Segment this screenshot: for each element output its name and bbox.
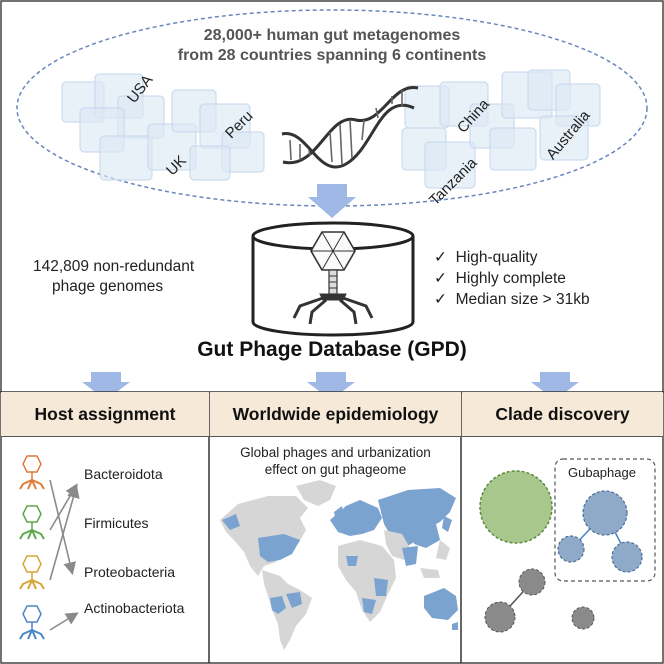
check-icon: ✓	[434, 270, 447, 287]
arrow-down-epi	[307, 372, 355, 400]
genome-count-line2: phage genomes	[52, 278, 164, 295]
phage-icon-blue	[19, 605, 45, 640]
check-icon: ✓	[434, 249, 447, 266]
phage-icon-yellow	[19, 555, 45, 590]
world-map	[220, 480, 458, 650]
panel-header-clade: Clade discovery	[462, 392, 663, 437]
phage-icon-orange	[19, 455, 45, 490]
tiles-left	[61, 73, 265, 181]
clade-grey-node-small	[571, 606, 595, 630]
epi-desc-line1: Global phages and urbanization	[240, 445, 431, 460]
checklist-item-quality: ✓ High-quality	[434, 249, 538, 266]
arrow-down-main	[308, 184, 356, 218]
epi-desc-line2: effect on gut phageome	[264, 462, 407, 477]
dna-helix-icon	[281, 86, 419, 169]
metagenome-title-line2: from 28 countries spanning 6 continents	[177, 47, 487, 64]
metagenome-ellipse	[16, 9, 648, 207]
host-header-label: Host assignment	[34, 403, 176, 424]
gubaphage-node-left	[557, 535, 585, 563]
clade-grey-node-bottom	[484, 601, 516, 633]
phage-icon-database	[292, 231, 374, 325]
tiles-right	[401, 69, 601, 189]
phage-icon-green	[19, 505, 45, 540]
gubaphage-node-right	[611, 541, 643, 573]
host-arrows	[49, 479, 80, 631]
check-icon: ✓	[434, 291, 447, 308]
arrow-down-host	[82, 372, 130, 400]
host-phages	[19, 455, 45, 640]
panel-header-host: Host assignment	[1, 392, 209, 437]
clade-grey-node-top	[518, 568, 546, 596]
host-item-proteobacteria: Proteobacteria	[84, 564, 176, 580]
gubaphage-label: Gubaphage	[568, 465, 636, 480]
clade-header-label: Clade discovery	[495, 403, 630, 424]
host-item-actinobacteriota: Actinobacteriota	[84, 600, 185, 616]
epi-header-label: Worldwide epidemiology	[232, 403, 439, 424]
host-item-bacteroidota: Bacteroidota	[84, 466, 163, 482]
checklist-item-complete: ✓ Highly complete	[434, 270, 566, 287]
database-title: Gut Phage Database (GPD)	[197, 338, 467, 361]
checklist-item-size: ✓ Median size > 31kb	[434, 291, 590, 308]
metagenome-title-line1: 28,000+ human gut metagenomes	[203, 27, 461, 44]
gubaphage-box	[554, 458, 656, 582]
host-item-firmicutes: Firmicutes	[84, 515, 149, 531]
gubaphage-node-main	[582, 490, 628, 536]
clade-graphic	[479, 458, 656, 633]
panel-header-epi: Worldwide epidemiology	[210, 392, 461, 437]
clade-green-circle	[479, 470, 553, 544]
arrow-down-clade	[531, 372, 579, 400]
genome-count-line1: 142,809 non-redundant	[33, 258, 195, 275]
